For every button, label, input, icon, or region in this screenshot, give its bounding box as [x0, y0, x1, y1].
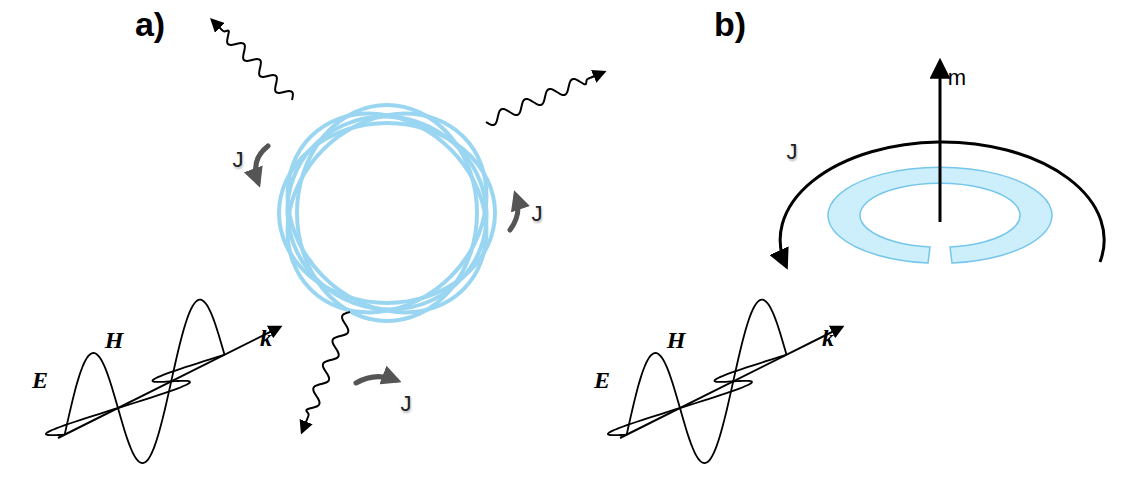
em-wave [608, 300, 842, 463]
propagation-axis [58, 327, 280, 438]
magnetic-field-wave [627, 300, 787, 463]
field-vector-label: k [822, 326, 834, 350]
panel-label: a) [135, 7, 165, 41]
electric-field-wave [46, 355, 225, 435]
field-vector-label: E [594, 368, 610, 392]
em-wave [46, 300, 280, 463]
current-label: J [532, 203, 543, 225]
emitted-photon [302, 312, 350, 432]
field-vector-label: E [32, 368, 48, 392]
current-arc [780, 142, 1104, 266]
magnetic-field-wave [65, 300, 225, 463]
propagation-axis [620, 327, 842, 438]
field-vector-label: H [105, 328, 124, 352]
em-wave [46, 300, 842, 463]
emitted-photon [212, 20, 604, 432]
emitted-photon [212, 20, 293, 100]
field-vector-label: k [260, 326, 272, 350]
current-label: J [233, 149, 244, 171]
current-label: J [787, 141, 798, 163]
panel-label: b) [714, 7, 746, 41]
moment-label: m [948, 67, 966, 89]
emitted-photon [486, 72, 604, 125]
electric-field-wave [608, 355, 787, 435]
current-arrow [256, 146, 518, 383]
field-vector-label: H [667, 328, 686, 352]
current-label: J [401, 393, 412, 415]
oscillating-ring [247, 73, 527, 353]
